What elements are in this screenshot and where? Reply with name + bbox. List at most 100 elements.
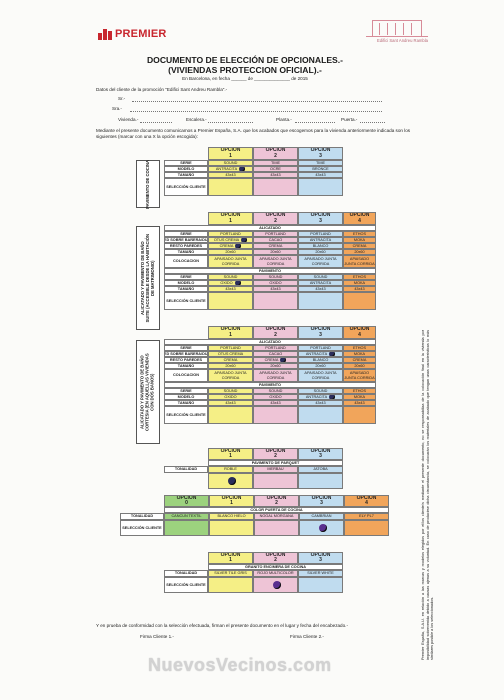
- suite-seleccion-3[interactable]: [298, 292, 343, 310]
- suite-pared-3: ANTRACITA: [298, 237, 343, 243]
- suite-seleccion-1[interactable]: [208, 292, 253, 310]
- puerta-seleccion-3[interactable]: [299, 520, 344, 536]
- cortesia-seleccion-1[interactable]: [208, 406, 253, 424]
- cortesia-colocacion-3: APAISADO JUNTA CORRIDA: [298, 369, 343, 382]
- suite-pav-tamano-2: 43x43: [253, 286, 298, 292]
- promotion-stamp: Edifici Sant Andreu Rambla: [366, 20, 428, 44]
- selection-mark-icon: [234, 281, 241, 285]
- cortesia-resto-2[interactable]: CREMA: [253, 357, 298, 363]
- cortesia-seleccion-2[interactable]: [253, 406, 298, 424]
- selection-mark-icon: [329, 352, 336, 356]
- suite-pav-serie-2: SOUND: [253, 274, 298, 280]
- cortesia-serie-label: SERIE: [164, 345, 208, 351]
- signature-client-2[interactable]: Firma Cliente 2.-: [290, 634, 324, 639]
- client-sra-field[interactable]: [130, 111, 382, 112]
- suite-pavimento-heading: PAVIMENTO: [164, 268, 376, 274]
- escalera-field[interactable]: [208, 122, 253, 123]
- cortesia-resto-1: CREMA: [208, 357, 253, 363]
- granito-seleccion-1[interactable]: [208, 577, 253, 593]
- cortesia-colocacion-1: APAISADO JUNTA CORRIDA: [208, 369, 253, 382]
- selection-mark-icon: [318, 524, 327, 532]
- cocina-seleccion-3[interactable]: [298, 178, 343, 196]
- granito-heading: GRANITO ENCIMERA DE COCINA: [208, 564, 343, 570]
- cortesia-pav-modelo-3[interactable]: ANTRACITA: [298, 394, 343, 400]
- suite-pav-tamano-4: 43x43: [343, 286, 376, 292]
- cocina-seleccion-2[interactable]: [253, 178, 298, 196]
- cortesia-seleccion-3[interactable]: [298, 406, 343, 424]
- suite-seleccion-4[interactable]: [343, 292, 376, 310]
- cocina-serie-label: SERIE: [164, 160, 208, 166]
- parquet-tonalidad-label: TONALIDAD: [164, 466, 208, 473]
- suite-resto-4: CREMA: [343, 243, 376, 249]
- suite-tamano-label: TAMAÑO: [164, 249, 208, 255]
- granito-seleccion-2[interactable]: [253, 577, 298, 593]
- cocina-serie-1: SOUND: [208, 160, 253, 166]
- granito-tonalidad-3: SILVER WHITE: [298, 570, 343, 577]
- cortesia-pav-tamano-2: 43x43: [253, 400, 298, 406]
- suite-pav-serie-3: SOUND: [298, 274, 343, 280]
- cocina-serie-2: TIME: [253, 160, 298, 166]
- planta-field[interactable]: [295, 122, 335, 123]
- puerta-seleccion-4[interactable]: [344, 520, 389, 536]
- suite-resto-1[interactable]: CREMA: [208, 243, 253, 249]
- signature-client-1[interactable]: Firma Cliente 1.-: [140, 634, 174, 639]
- document-subtitle: (VIVIENDAS PROTECCION OFICIAL).-: [168, 65, 322, 75]
- granito-seleccion-label: SELECCIÓN CLIENTE: [164, 577, 208, 593]
- suite-pared-1[interactable]: OTUS CREMA: [208, 237, 253, 243]
- intro-text: Mediante el presente documento comunicam…: [96, 128, 411, 139]
- puerta-seleccion-2[interactable]: [254, 520, 299, 536]
- cortesia-seleccion-4[interactable]: [343, 406, 376, 424]
- cortesia-pared-1: OTUS CREMA: [208, 351, 253, 357]
- watermark: NuevosVecinos.com: [148, 655, 332, 675]
- suite-colocacion-4: APAISADO JUNTA CORRIDA: [343, 255, 376, 268]
- cortesia-tamano-2: 20x60: [253, 363, 298, 369]
- selection-mark-icon: [239, 167, 246, 171]
- client-sr-field[interactable]: [132, 101, 382, 102]
- puerta-seleccion-label: SELECCIÓN CLIENTE: [120, 520, 164, 536]
- cortesia-serie-4: ETHOS: [343, 345, 376, 351]
- puerta-seleccion-1[interactable]: [209, 520, 254, 536]
- cocina-tamano-1: 43x43: [208, 172, 253, 178]
- cortesia-pav-serie-2: SOUND: [253, 388, 298, 394]
- parquet-seleccion-3[interactable]: [298, 473, 343, 489]
- parquet-seleccion-2[interactable]: [253, 473, 298, 489]
- cortesia-serie-2: PORTLAND: [253, 345, 298, 351]
- cortesia-pared-3[interactable]: ANTRACITA: [298, 351, 343, 357]
- puerta-tonalidad-4: ELY PL7: [344, 513, 389, 520]
- puerta-field[interactable]: [360, 122, 385, 123]
- selection-mark-icon: [235, 244, 242, 248]
- suite-seleccion-2[interactable]: [253, 292, 298, 310]
- suite-pav-modelo-3: ANTRACITA: [298, 280, 343, 286]
- cocina-seleccion-1[interactable]: [208, 178, 253, 196]
- cortesia-pav-serie-1: SOUND: [208, 388, 253, 394]
- cortesia-tamano-4: 20x60: [343, 363, 376, 369]
- suite-tamano-2: 20x60: [253, 249, 298, 255]
- brand-name: PREMIER: [115, 28, 167, 40]
- puerta-seleccion-0[interactable]: [164, 520, 209, 536]
- cortesia-pav-tamano-4: 43x43: [343, 400, 376, 406]
- side-disclaimer: Premier España, S.A.U. en relación a las…: [421, 330, 435, 660]
- granito-seleccion-3[interactable]: [298, 577, 343, 593]
- suite-pav-serie-1: SOUND: [208, 274, 253, 280]
- cortesia-serie-3: PORTLAND: [298, 345, 343, 351]
- vivienda-field[interactable]: [140, 122, 172, 123]
- cocina-modelo-1[interactable]: ANTRACITA: [208, 166, 253, 172]
- cocina-modelo-2: OCRE: [253, 166, 298, 172]
- suite-pared-label: PARED SOBRE BAÑERA/DUCHA: [164, 237, 208, 243]
- cortesia-colocacion-4: APAISADO JUNTA CORRIDA: [343, 369, 376, 382]
- suite-pared-2: CACAO: [253, 237, 298, 243]
- parquet-seleccion-1[interactable]: [208, 473, 253, 489]
- cortesia-pared-4: MOKA: [343, 351, 376, 357]
- planta-label: Planta.-: [276, 117, 292, 122]
- suite-pav-modelo-1[interactable]: OXIDO: [208, 280, 253, 286]
